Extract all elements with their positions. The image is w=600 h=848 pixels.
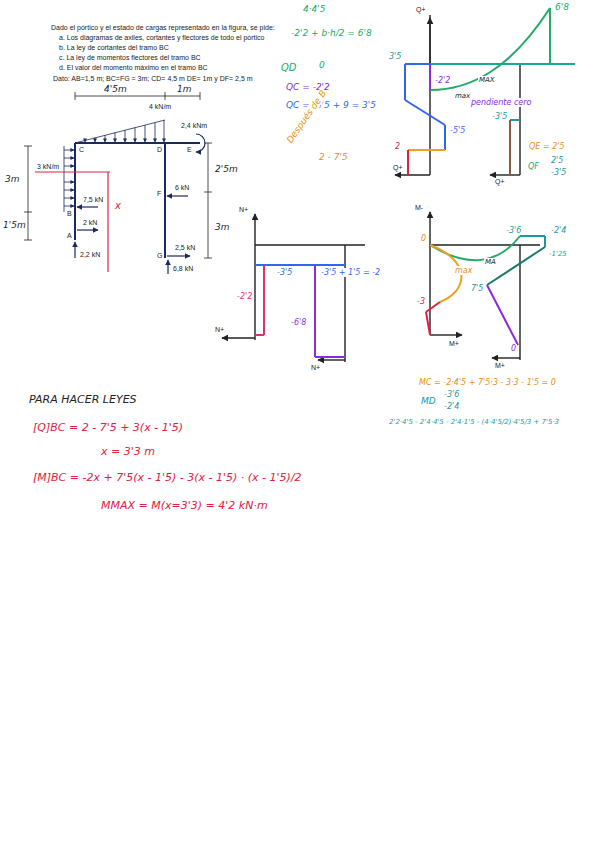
- handwritten-note: -2'2 + b·h/2 = 6'8: [290, 28, 373, 38]
- handwritten-note: -3'5: [276, 268, 293, 277]
- printed-label: 6,8 kN: [172, 265, 194, 273]
- printed-label: Q+: [494, 178, 506, 186]
- handwritten-note: -6'8: [290, 318, 307, 327]
- handwritten-note: max: [454, 92, 471, 100]
- handwritten-note: -5'5: [449, 126, 466, 135]
- printed-label: 3 kN/m: [36, 163, 60, 171]
- printed-label: B: [66, 210, 73, 218]
- handwritten-note: -3'5 + 1'5 = -2: [320, 268, 381, 277]
- printed-label: D: [156, 146, 163, 154]
- handwritten-note: Después de B: [284, 88, 329, 146]
- handwritten-note: x: [114, 200, 122, 212]
- printed-label: G: [156, 252, 163, 260]
- printed-label: 2,4 kNm: [180, 122, 208, 130]
- printed-label: Q+: [415, 6, 427, 14]
- handwritten-note: 4·4'5: [302, 4, 327, 14]
- handwritten-note: PARA HACER LEYES: [28, 394, 138, 407]
- handwritten-note: 3'5: [388, 52, 402, 61]
- handwritten-note: MMAX = M(x=3'3) = 4'2 kN·m: [100, 500, 269, 513]
- handwritten-note: -2'4: [550, 226, 567, 235]
- handwritten-note: max: [454, 266, 473, 275]
- printed-label: 2 kN: [82, 219, 98, 227]
- handwritten-note: pendiente cero: [470, 98, 532, 107]
- printed-label: b. La ley de cortantes del tramo BC: [58, 44, 170, 52]
- printed-label: F: [156, 190, 162, 198]
- printed-label: E: [186, 146, 193, 154]
- printed-label: C: [78, 146, 85, 154]
- printed-label: c. La ley de momentos flectores del tram…: [58, 54, 202, 62]
- handwritten-note: 1m: [176, 84, 193, 94]
- handwritten-note: MAX: [478, 76, 496, 84]
- handwritten-note: MC = -2·4'5 + 7'5·3 - 3·3 - 1'5 = 0: [418, 378, 557, 387]
- handwritten-note: 2 - 7'5: [318, 152, 349, 162]
- handwritten-note: -3'5: [550, 168, 567, 177]
- handwritten-note: 3m: [214, 222, 231, 232]
- handwritten-note: 3m: [4, 174, 21, 184]
- handwritten-note: [Q]BC = 2 - 7'5 + 3(x - 1'5): [32, 422, 184, 435]
- printed-label: a. Los diagramas de axiles, cortantes y …: [58, 34, 265, 42]
- handwritten-note: -2'4: [443, 402, 460, 411]
- printed-label: Q+: [392, 164, 404, 172]
- handwritten-note: -2'2: [236, 292, 253, 301]
- handwritten-note: MD: [420, 396, 437, 406]
- printed-label: N+: [214, 326, 225, 334]
- printed-label: M-: [414, 204, 424, 212]
- printed-label: d. El valor del momento máximo en el tra…: [58, 64, 209, 72]
- printed-label: Dado el pórtico y el estado de cargas re…: [50, 24, 276, 32]
- handwritten-note: 0: [318, 60, 326, 70]
- handwritten-note: 0: [510, 344, 517, 353]
- handwritten-note: 2: [394, 142, 401, 151]
- handwritten-note: 6'8: [554, 2, 570, 12]
- handwritten-note: -3'6: [505, 226, 522, 235]
- handwritten-note: QC = -5'5 + 9 = 3'5: [285, 100, 377, 110]
- printed-label: N+: [310, 364, 321, 372]
- handwritten-note: -1'25: [548, 250, 568, 258]
- handwritten-note: MA: [484, 258, 497, 266]
- handwritten-note: QD: [280, 62, 298, 74]
- handwritten-note: [M]BC = -2x + 7'5(x - 1'5) - 3(x - 1'5) …: [32, 472, 303, 485]
- handwritten-note: -3: [416, 297, 426, 306]
- handwritten-note: -2'2: [434, 76, 451, 85]
- printed-label: 2,2 kN: [79, 251, 101, 259]
- handwritten-note: -3'6: [443, 390, 460, 399]
- handwritten-note: 2'2·4'5 - 2'4·4'5 - 2'4·1'5 - (4·4'5/2)·…: [388, 418, 560, 426]
- printed-label: 6 kN: [174, 184, 190, 192]
- handwritten-note: 4'5m: [103, 84, 128, 94]
- printed-label: 2,5 kN: [174, 244, 196, 252]
- handwritten-note: 1'5m: [2, 220, 27, 230]
- printed-label: M+: [448, 340, 460, 348]
- printed-label: A: [66, 232, 73, 240]
- printed-label: N+: [238, 206, 249, 214]
- handwritten-note: QF: [527, 162, 540, 171]
- handwritten-note: -3'5: [491, 112, 508, 121]
- printed-label: 4 kN/m: [148, 103, 172, 111]
- printed-label: 7,5 kN: [82, 196, 104, 204]
- handwritten-note: 2'5: [550, 156, 564, 165]
- printed-label: M+: [494, 362, 506, 370]
- handwritten-note: 7'5: [470, 284, 484, 293]
- handwritten-note: x = 3'3 m: [100, 446, 156, 459]
- handwritten-note: QE = 2'5: [528, 142, 566, 151]
- printed-label: Dato: AB=1,5 m; BC=FG = 3m; CD= 4,5 m DE…: [52, 75, 254, 83]
- handwritten-note: 2'5m: [214, 164, 239, 174]
- handwritten-note: 0: [420, 234, 427, 243]
